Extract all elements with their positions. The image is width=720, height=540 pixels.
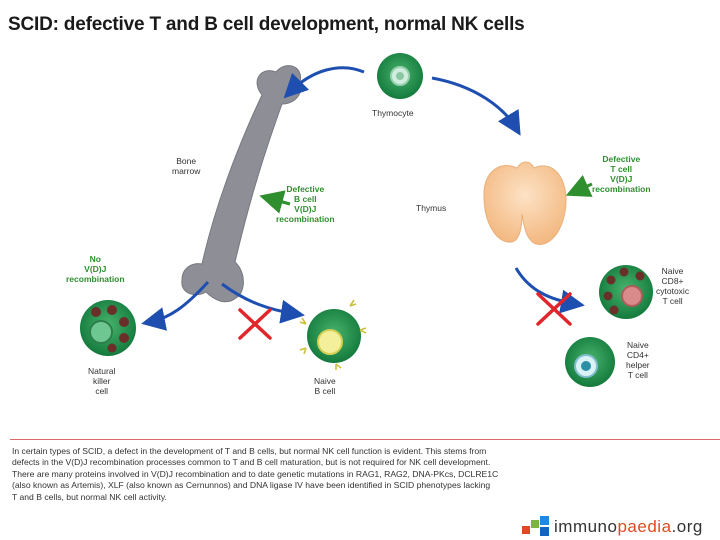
immunopaedia-logo[interactable]: immunopaedia.org (520, 514, 720, 540)
thymus-label: Thymus (416, 203, 447, 213)
bone-marrow-shape (181, 65, 302, 303)
caption-text: In certain types of SCID, a defect in th… (12, 446, 499, 502)
blocked-cross-t (536, 292, 572, 326)
thymus-shape (483, 161, 567, 245)
blocked-cross-b (238, 308, 272, 340)
cd8-t-cell (599, 265, 653, 319)
page-title: SCID: defective T and B cell development… (8, 14, 525, 35)
defect-pointer-arrows (259, 174, 593, 214)
development-arrows (141, 66, 585, 331)
thymocyte-label: Thymocyte (372, 108, 414, 118)
scid-diagram (80, 53, 653, 387)
logo-cubes-icon (522, 516, 549, 536)
caption-divider (10, 439, 720, 440)
cd4-t-cell (565, 337, 615, 387)
nk-cell (80, 300, 136, 356)
logo-text: immunopaedia.org (554, 517, 703, 536)
b-cell (299, 299, 367, 370)
thymocyte-cell (377, 53, 423, 99)
